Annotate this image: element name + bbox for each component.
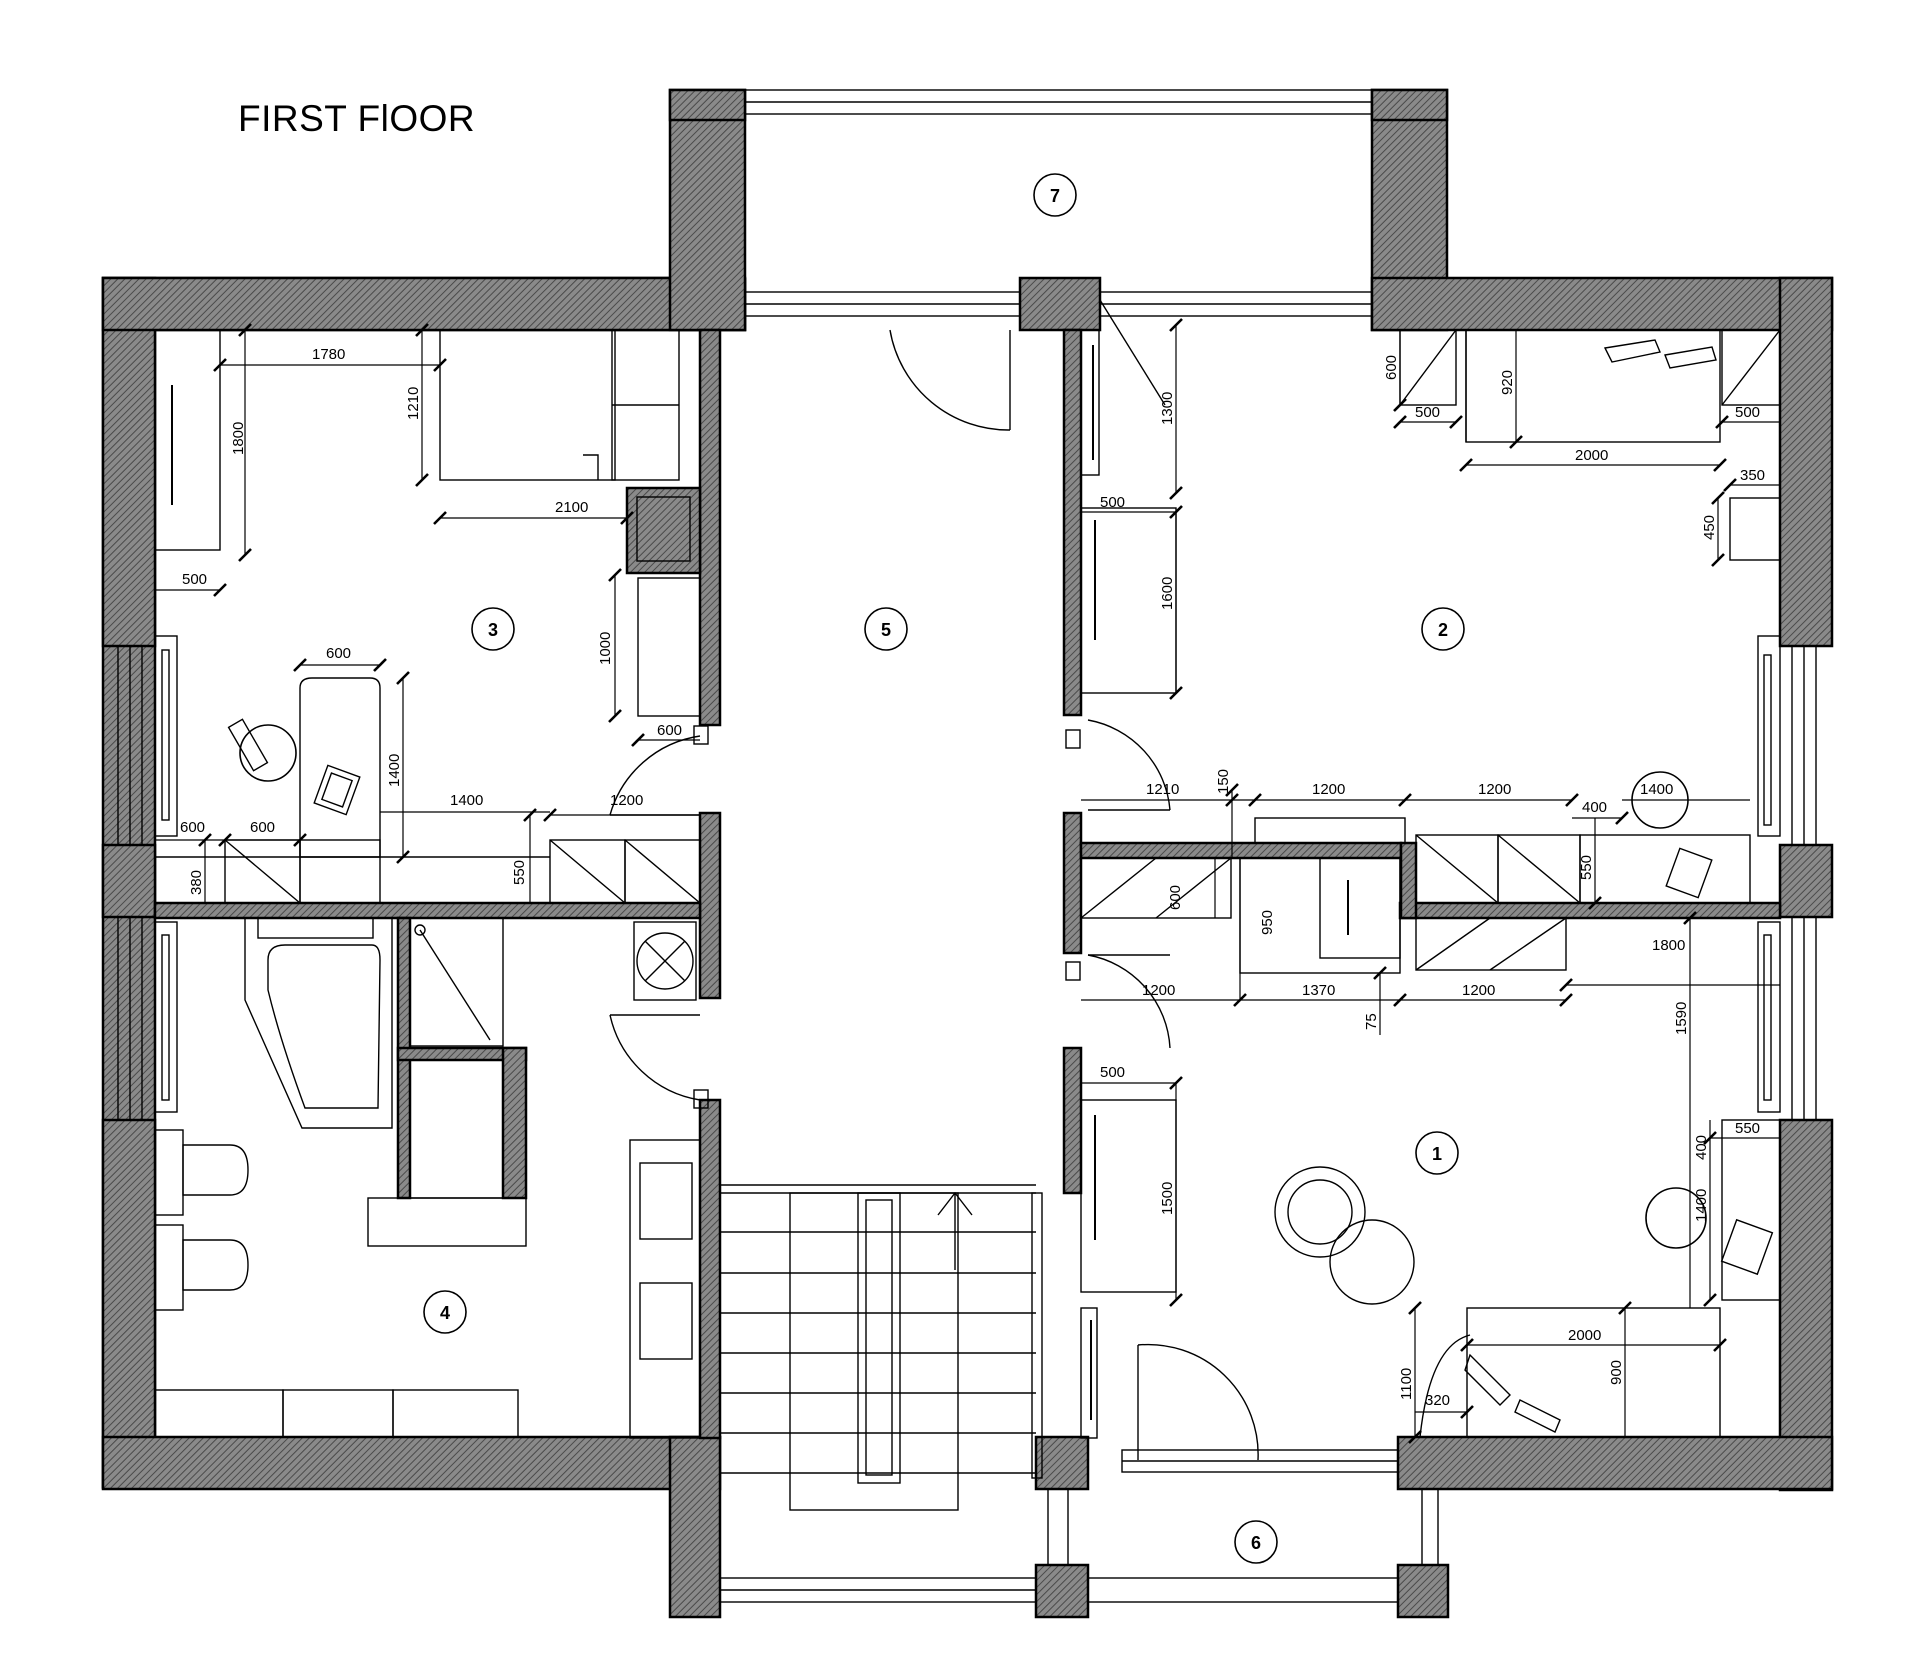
dim-label: 600 [1167,885,1184,910]
room-number: 5 [881,620,891,640]
dim-label: 400 [1582,799,1607,816]
room-number: 1 [1432,1144,1442,1164]
room-number: 6 [1251,1533,1261,1553]
dim-label: 1210 [405,387,422,420]
dim-label: 500 [1415,404,1440,421]
dim-label: 550 [511,860,528,885]
dim-label: 550 [1578,855,1595,880]
dimension-labels: 1780 1800 1210 2100 500 600 1400 1000 60… [180,346,1765,1409]
room-marker-3: 3 [471,607,515,651]
dim-label: 500 [1100,494,1125,511]
exterior-walls [101,88,1834,1619]
room-marker-4: 4 [423,1290,467,1334]
dim-label: 600 [180,819,205,836]
dim-label: 75 [1363,1013,1380,1030]
room-marker-1: 1 [1415,1131,1459,1175]
dim-label: 600 [657,722,682,739]
dim-label: 2100 [555,499,588,516]
dim-label: 1400 [386,754,403,787]
dimension-lines [155,318,1780,1444]
dim-label: 1780 [312,346,345,363]
dim-label: 1590 [1673,1002,1690,1035]
dim-label: 500 [182,571,207,588]
dim-label: 1400 [1693,1189,1710,1222]
dim-label: 600 [326,645,351,662]
dim-label: 900 [1608,1360,1625,1385]
dim-label: 1200 [1312,781,1345,798]
dim-label: 1000 [597,632,614,665]
room-number: 4 [440,1303,450,1323]
room-1-furniture [1065,857,1781,1461]
room-marker-5: 5 [864,607,908,651]
room-5-stairs [720,329,1043,1511]
room-number: 7 [1050,186,1060,206]
dim-label: 500 [1735,404,1760,421]
room-number: 2 [1438,620,1448,640]
dim-label: 380 [188,870,205,895]
dim-label: 2000 [1575,447,1608,464]
dim-label: 1400 [450,792,483,809]
room-markers: 1 2 3 4 5 6 7 [423,173,1465,1564]
dim-label: 550 [1735,1120,1760,1137]
floor-title: FIRST FlOOR [238,98,476,139]
room-3-furniture [154,329,709,904]
room-marker-7: 7 [1033,173,1077,217]
dim-label: 1500 [1159,1182,1176,1215]
dim-label: 1200 [1478,781,1511,798]
dim-label: 600 [250,819,275,836]
room-marker-2: 2 [1421,607,1465,651]
dim-label: 1100 [1398,1368,1415,1400]
dim-label: 920 [1499,370,1516,395]
room-number: 3 [488,620,498,640]
dim-label: 350 [1740,467,1765,484]
dim-label: 1200 [610,792,643,809]
dim-label: 1200 [1142,982,1175,999]
dim-label: 1200 [1462,982,1495,999]
dim-label: 1800 [230,422,247,455]
windows [117,89,1817,1603]
dim-label: 1370 [1302,982,1335,999]
room-2-furniture [1065,299,1781,904]
dim-label: 320 [1425,1392,1450,1409]
dim-label: 500 [1100,1064,1125,1081]
dim-label: 1600 [1159,577,1176,610]
dim-label: 2000 [1568,1327,1601,1344]
dim-label: 1210 [1146,781,1179,798]
dim-label: 600 [1383,355,1400,380]
dim-label: 950 [1259,910,1276,935]
dim-label: 1300 [1159,392,1176,425]
dim-label: 1800 [1652,937,1685,954]
room-4-furniture [154,917,709,1439]
dim-label: 150 [1215,769,1232,794]
dim-label: 400 [1693,1135,1710,1160]
room-marker-6: 6 [1234,1520,1278,1564]
dim-label: 1400 [1640,781,1673,798]
dim-label: 450 [1701,515,1718,540]
